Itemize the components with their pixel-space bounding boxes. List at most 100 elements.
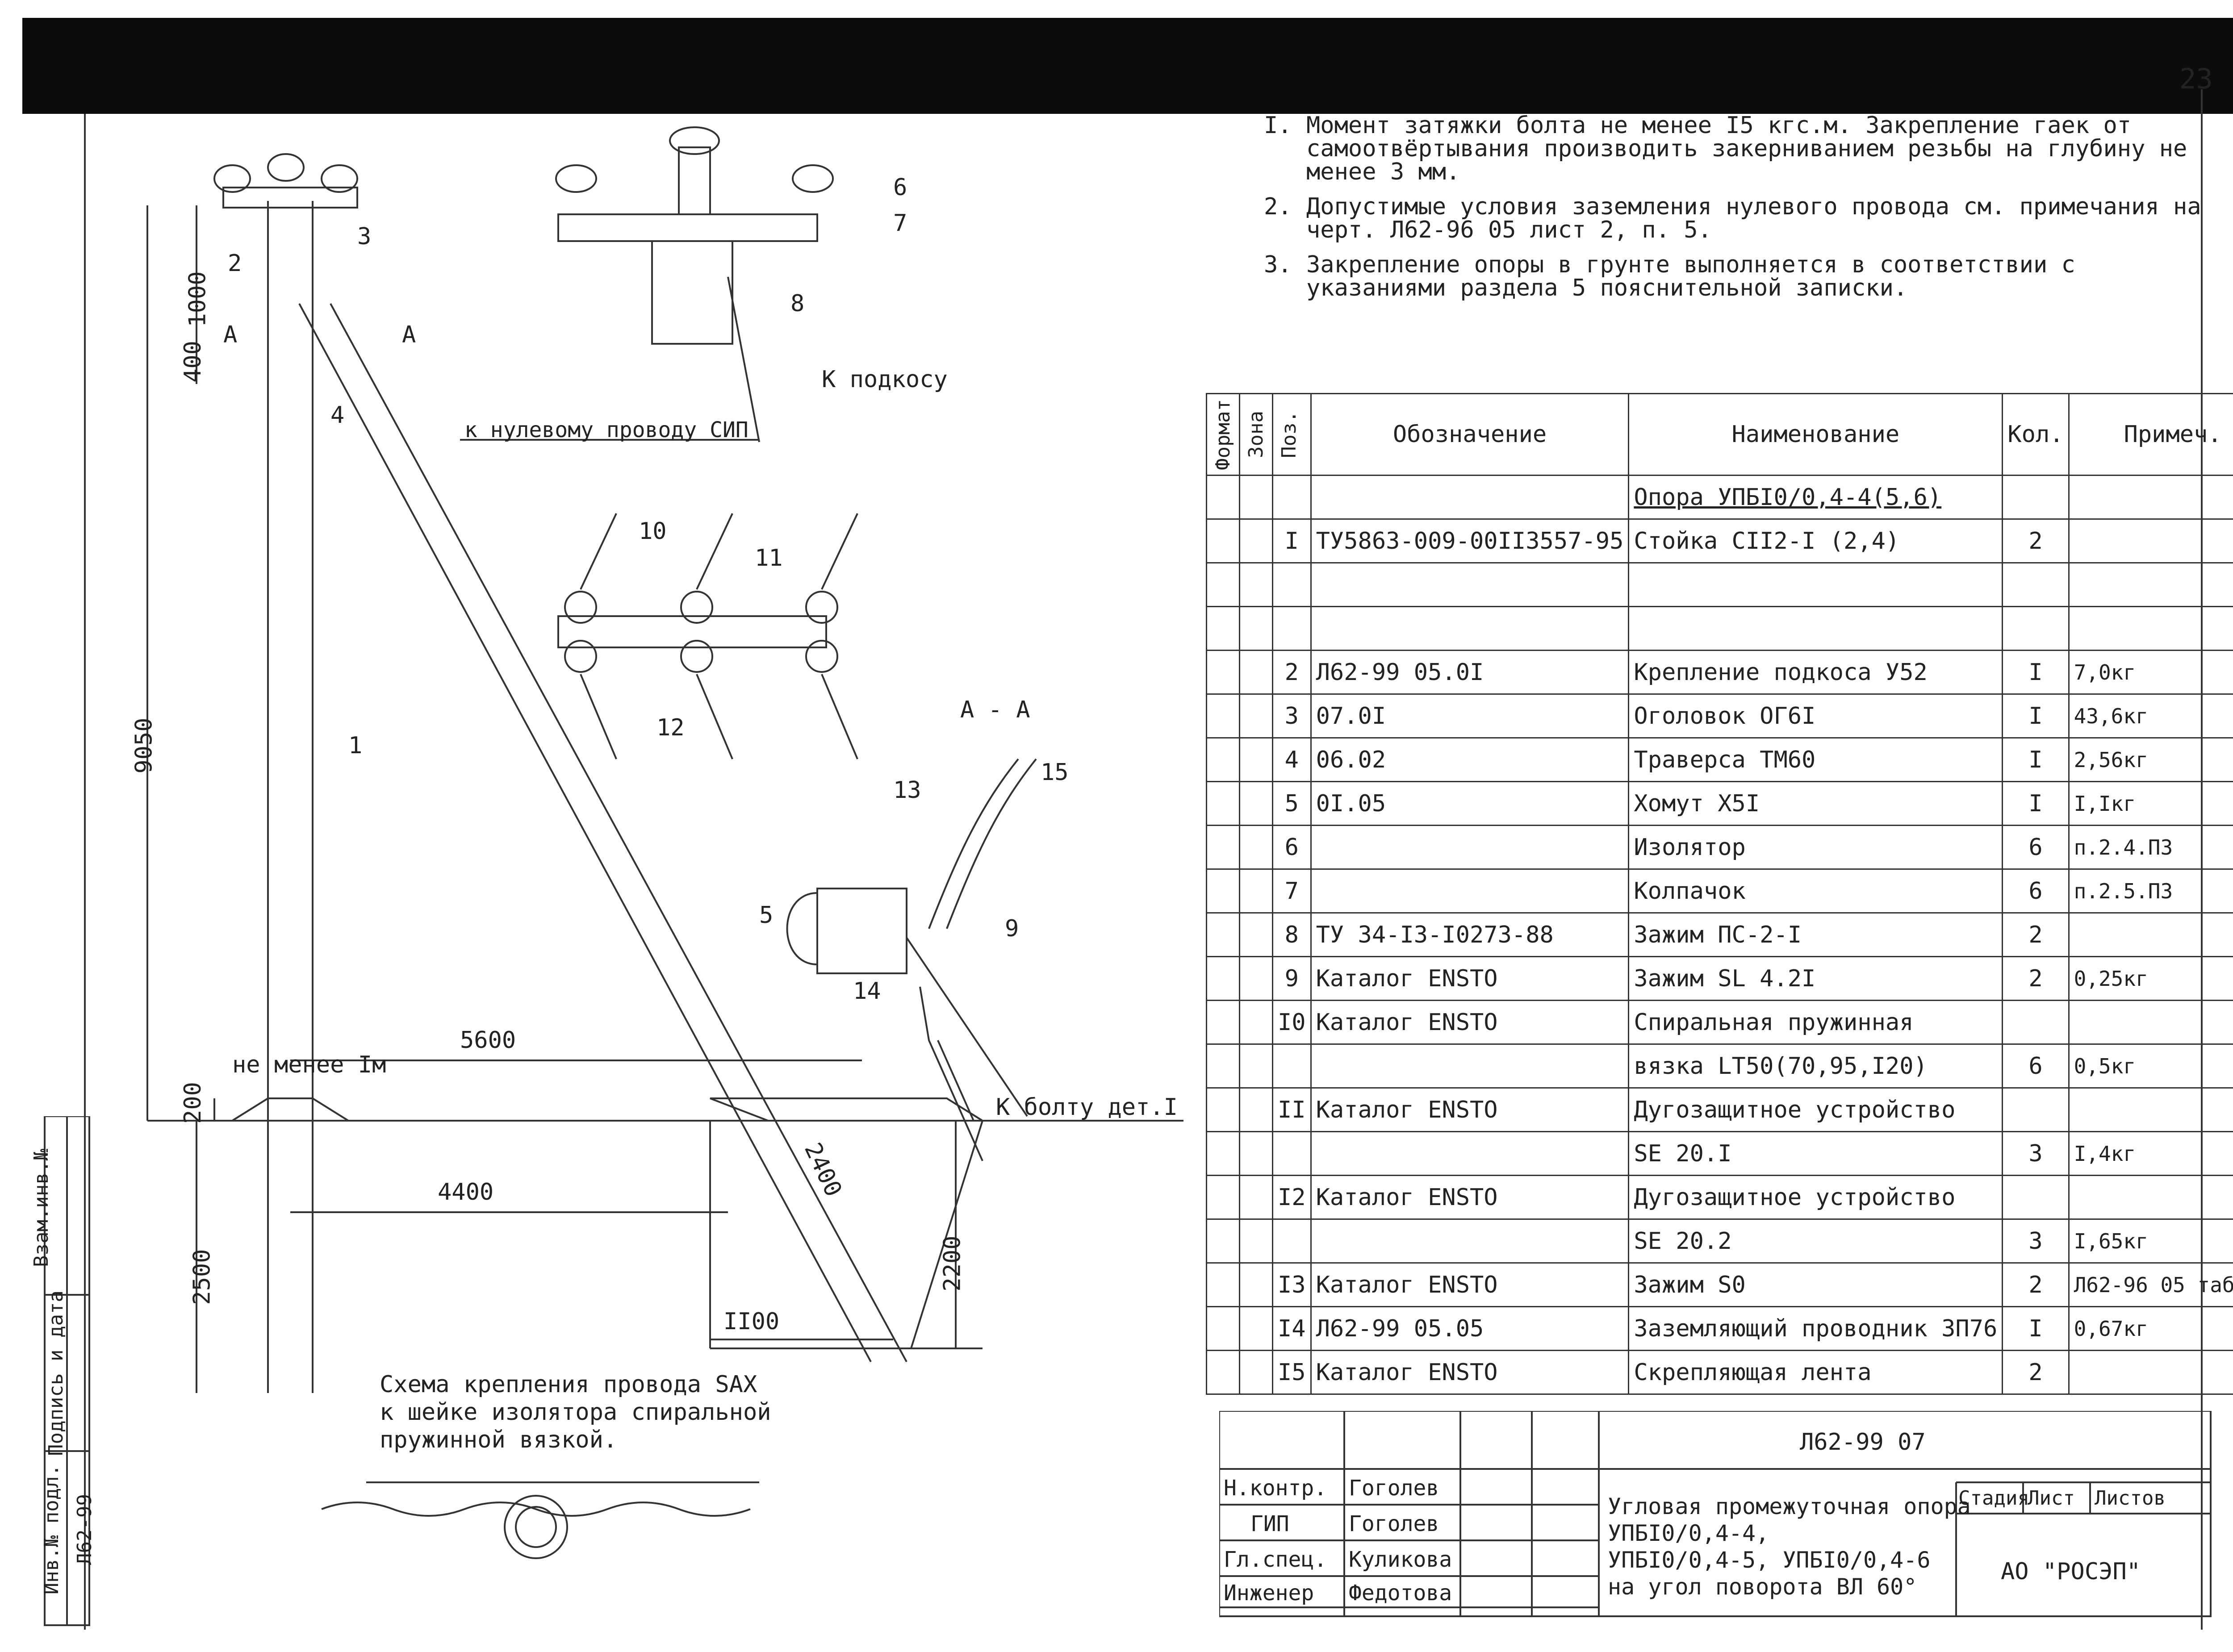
spec-cell-qty: [2002, 1175, 2070, 1220]
callout-3: 3: [357, 223, 372, 250]
spec-cell-note: 2,56кг: [2068, 737, 2233, 782]
spec-cell-designation: [1310, 1131, 1630, 1176]
title-line-4: на угол поворота ВЛ 60°: [1608, 1574, 1917, 1600]
spec-cell-pos: [1272, 1043, 1312, 1089]
spec-cell-note: [2068, 1087, 2233, 1132]
spec-cell-name: SE 20.2: [1628, 1218, 2003, 1264]
spec-cell-designation: Л62-99 05.05: [1310, 1306, 1630, 1351]
spec-cell-note: [2068, 1175, 2233, 1220]
stage-label: Стадия: [1958, 1487, 2029, 1510]
top-black-bar: [22, 18, 2233, 114]
spec-cell-pos: I4: [1272, 1306, 1312, 1351]
spec-cell-note: п.2.4.ПЗ: [2068, 825, 2233, 870]
callout-5: 5: [759, 902, 774, 929]
side-stamp-grid: [44, 1116, 90, 1626]
dim-1000: 1000: [184, 271, 211, 327]
spec-cell-qty: 2: [2002, 912, 2070, 957]
role-2: ГИП: [1250, 1511, 1289, 1536]
spec-cell-designation: Каталог ENSTO: [1310, 1350, 1630, 1395]
spec-cell-pos: [1272, 606, 1312, 651]
spec-cell-pos: I: [1272, 518, 1312, 563]
spec-cell-designation: [1310, 1218, 1630, 1264]
spec-cell-designation: Каталог ENSTO: [1310, 1087, 1630, 1132]
spec-cell-name: SE 20.I: [1628, 1131, 2003, 1176]
organization: АО "РОСЭП": [2001, 1558, 2141, 1585]
spec-cell-name: Колпачок: [1628, 868, 2003, 914]
callout-4: 4: [330, 402, 345, 429]
header-designation: Обозначение: [1310, 393, 1630, 476]
spec-cell-qty: 3: [2002, 1131, 2070, 1176]
dim-200: 200: [179, 1082, 206, 1124]
spec-cell-name: Траверса ТМ60: [1628, 737, 2003, 782]
spec-cell-name: Стойка СII2-I (2,4): [1628, 518, 2003, 563]
spec-cell-designation: [1310, 1043, 1630, 1089]
ne-menee-label: не менее Iм: [232, 1051, 386, 1078]
spec-cell-qty: 6: [2002, 1043, 2070, 1089]
k-boltu-label: К болту дет.I: [996, 1094, 1178, 1121]
dim-9050: 9050: [130, 718, 158, 774]
spec-cell-name: Дугозащитное устройство: [1628, 1175, 2003, 1220]
spec-cell-designation: Каталог ENSTO: [1310, 1262, 1630, 1307]
spec-cell-pos: I0: [1272, 1000, 1312, 1045]
spec-cell-name: Крепление подкоса У52: [1628, 650, 2003, 695]
spec-cell-qty: I: [2002, 650, 2070, 695]
spec-cell-pos: I3: [1272, 1262, 1312, 1307]
callout-12: 12: [657, 714, 685, 741]
sheet-label: Лист: [2028, 1487, 2075, 1510]
spec-cell-pos: [1272, 1218, 1312, 1264]
callout-15: 15: [1041, 759, 1069, 786]
spec-header-row: Формат Зона Поз. Обозначение Наименовани…: [1206, 393, 2233, 476]
callout-10: 10: [639, 518, 667, 545]
name-2: Гоголев: [1349, 1511, 1439, 1536]
sheets-label: Листов: [2095, 1487, 2166, 1510]
name-4: Федотова: [1349, 1581, 1452, 1606]
role-3: Гл.спец.: [1224, 1547, 1327, 1572]
spec-cell-designation: [1310, 562, 1630, 607]
spec-cell-qty: 2: [2002, 1262, 2070, 1307]
spec-cell-note: 43,6кг: [2068, 693, 2233, 738]
spec-cell-qty: 6: [2002, 868, 2070, 914]
spec-cell-note: [2068, 606, 2233, 651]
dim-2500: 2500: [188, 1249, 216, 1305]
dim-1100: II00: [723, 1308, 780, 1335]
title-line-2: УПБI0/0,4-4,: [1608, 1520, 1769, 1546]
spec-cell-designation: [1310, 868, 1630, 914]
spec-cell-designation: Каталог ENSTO: [1310, 956, 1630, 1001]
header-qty: Кол.: [2002, 393, 2070, 476]
spec-cell-note: 0,25кг: [2068, 956, 2233, 1001]
k-podkosu-label: К подкосу: [822, 366, 948, 393]
role-4: Инженер: [1224, 1581, 1314, 1606]
spec-row: [1206, 606, 2233, 651]
spec-cell-note: I,Iкг: [2068, 781, 2233, 826]
spec-cell-pos: 4: [1272, 737, 1312, 782]
spec-cell-qty: 2: [2002, 518, 2070, 563]
section-aa-title: A - A: [960, 697, 1030, 723]
spec-title: Опора УПБI0/0,4-4(5,6): [1628, 475, 2003, 520]
k-nulevomu-label: к нулевому проводу СИП: [464, 417, 749, 442]
spec-cell-note: Л62-96 05 табл.I: [2068, 1262, 2233, 1307]
header-format: Формат: [1206, 393, 1240, 476]
spec-cell-pos: II: [1272, 1087, 1312, 1132]
spec-cell-name: Изолятор: [1628, 825, 2003, 870]
spec-cell-qty: I: [2002, 693, 2070, 738]
page-number: 23: [2179, 63, 2213, 95]
spec-cell-qty: 3: [2002, 1218, 2070, 1264]
spec-cell-note: [2068, 1000, 2233, 1045]
section-a-right: A: [402, 321, 416, 348]
spec-cell-pos: 8: [1272, 912, 1312, 957]
title-line-3: УПБI0/0,4-5, УПБI0/0,4-6: [1608, 1547, 1931, 1573]
dim-2200: 2200: [939, 1235, 966, 1292]
role-1: Н.контр.: [1224, 1476, 1327, 1501]
notes-block: I.Момент затяжки болта не менее I5 кгс.м…: [1264, 114, 2224, 311]
spec-cell-note: 0,5кг: [2068, 1043, 2233, 1089]
spec-cell-note: [2068, 912, 2233, 957]
